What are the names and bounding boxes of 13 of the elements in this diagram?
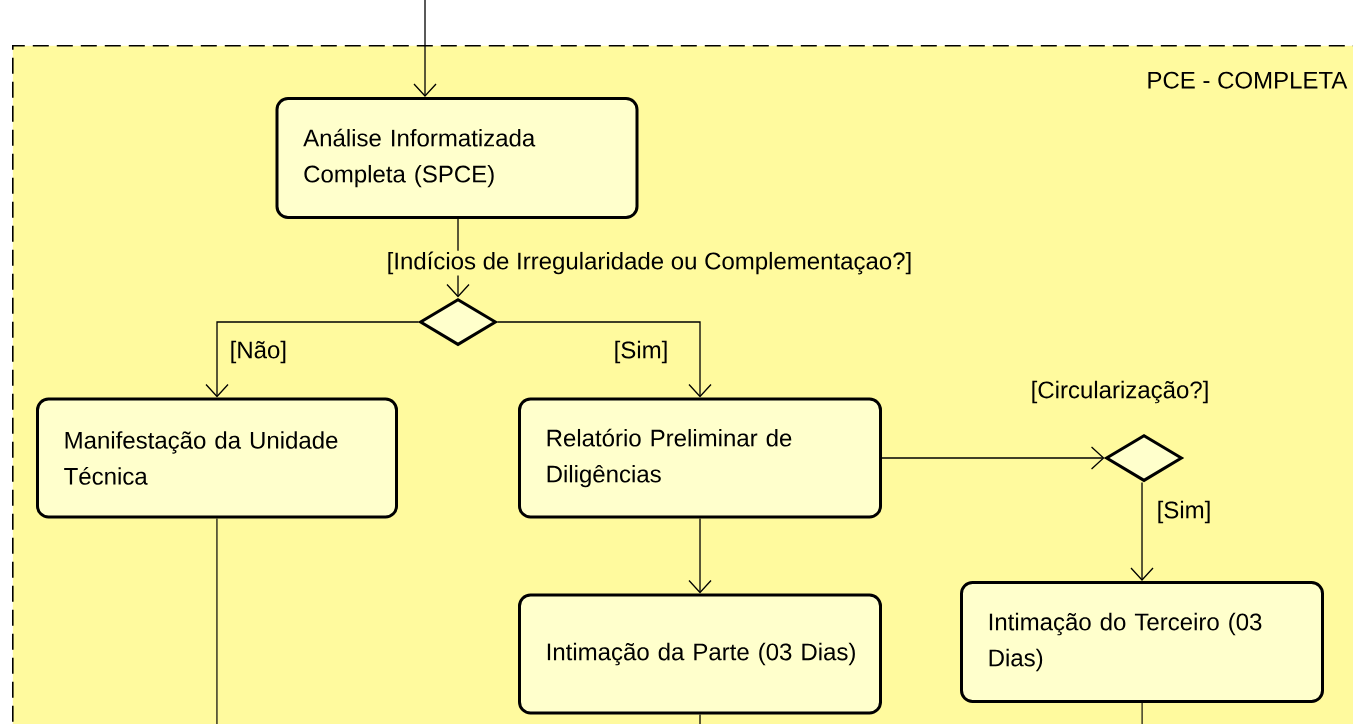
arrow [1130, 481, 1154, 581]
action-box: Relatório Preliminar de Diligências [518, 397, 882, 519]
arrow [205, 321, 420, 398]
edge-label: [Indícios de Irregularidade ou Complementaçao?] [385, 250, 914, 276]
action-box: Análise Informatizada Completa (SPCE) [275, 97, 639, 219]
arrow [496, 321, 712, 398]
action-box: Intimação da Parte (03 Dias) [518, 593, 882, 715]
guard-label: [Circularização?] [1032, 380, 1208, 404]
arrow [413, 0, 437, 97]
action-box: Intimação do Terceiro (03 Dias) [960, 581, 1324, 703]
arrow [881, 446, 1105, 470]
action-box: Manifestação da Unidade Técnica [36, 397, 398, 519]
arrow [688, 517, 712, 594]
